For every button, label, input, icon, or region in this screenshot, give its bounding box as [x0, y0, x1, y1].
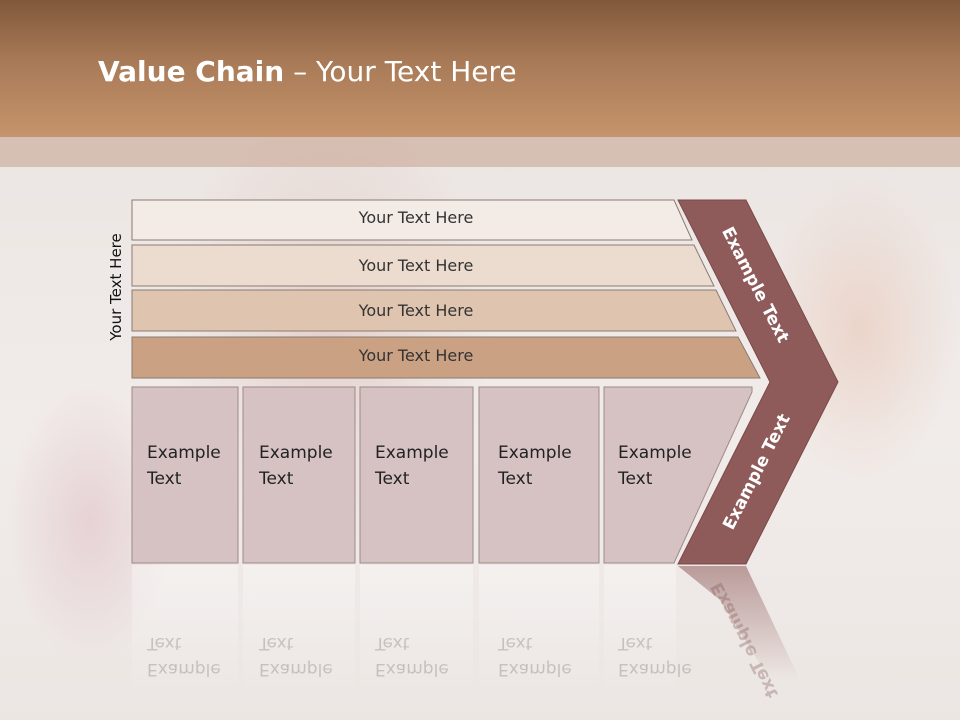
primary-column-2 — [242, 386, 356, 564]
reflection-column-2 — [243, 565, 355, 695]
primary-column-4 — [478, 386, 600, 564]
header-bar — [0, 0, 960, 137]
reflection-label-5: Example Text — [618, 630, 714, 682]
column-label-line1: Example — [259, 443, 333, 463]
support-row-3 — [131, 289, 737, 332]
column-label-line2: Text — [618, 469, 653, 489]
reflection-column-4 — [479, 565, 599, 695]
reflection-column-1 — [132, 565, 238, 695]
support-row-label-1: Your Text Here — [358, 208, 474, 227]
chevron-arrow — [677, 199, 839, 565]
support-row-1 — [131, 199, 693, 241]
reflection-line2: Text — [498, 633, 533, 653]
reflection-line1: Example — [498, 659, 572, 679]
column-label-line1: Example — [375, 443, 449, 463]
support-row-2 — [131, 244, 715, 287]
primary-column-5 — [603, 386, 753, 564]
reflection-line2: Text — [375, 633, 410, 653]
column-label-line2: Text — [498, 469, 533, 489]
support-row-label-3: Your Text Here — [358, 301, 474, 320]
reflection-column-3 — [360, 565, 473, 695]
reflection-line1: Example — [618, 659, 692, 679]
slide-title: Value Chain – Your Text Here — [98, 55, 517, 88]
reflection-line1: Example — [259, 659, 333, 679]
reflection-label-2: Example Text — [259, 630, 355, 682]
support-row-label-4: Your Text Here — [358, 346, 474, 365]
title-bold: Value Chain — [98, 55, 285, 88]
reflection-label-3: Example Text — [375, 630, 471, 682]
column-label-line1: Example — [147, 443, 221, 463]
reflection-line1: Example — [375, 659, 449, 679]
support-row-4 — [131, 336, 761, 379]
column-label-line1: Example — [498, 443, 572, 463]
reflection-line2: Text — [259, 633, 294, 653]
column-label-line2: Text — [375, 469, 410, 489]
chevron-reflection — [678, 566, 800, 680]
primary-column-1 — [131, 386, 239, 564]
reflection-label-1: Example Text — [147, 630, 243, 682]
reflection-line2: Text — [618, 633, 653, 653]
reflection-line2: Text — [147, 633, 182, 653]
column-label-line1: Example — [618, 443, 692, 463]
support-row-label-2: Your Text Here — [358, 256, 474, 275]
reflection-line1: Example — [147, 659, 221, 679]
reflection-column-5 — [604, 565, 676, 695]
reflection-label-4: Example Text — [498, 630, 594, 682]
title-rest: – Your Text Here — [284, 55, 517, 88]
primary-column-3 — [359, 386, 474, 564]
column-label-line2: Text — [147, 469, 182, 489]
header-strip — [0, 137, 960, 167]
column-label-line2: Text — [259, 469, 294, 489]
